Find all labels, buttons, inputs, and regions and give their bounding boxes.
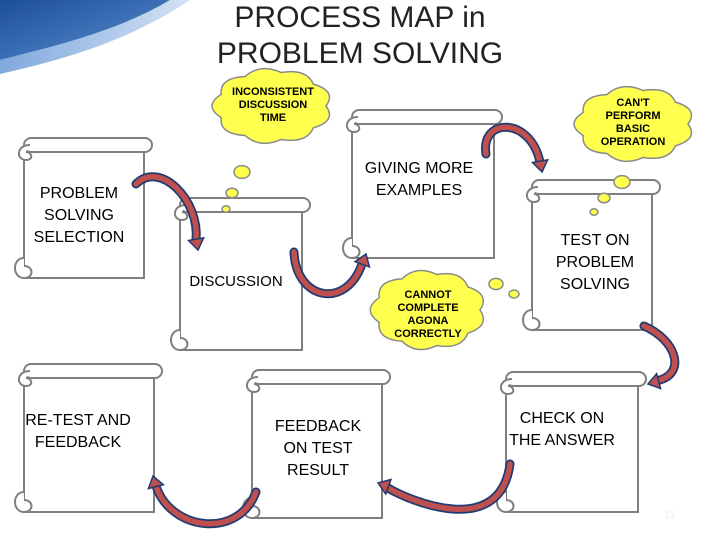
- scroll-top-roll: [506, 372, 646, 386]
- arrow-check-to-feedback: [388, 464, 510, 509]
- scroll-top-roll: [24, 138, 152, 152]
- page-number: 11: [655, 509, 685, 521]
- arrow-examples-to-test-head: [533, 160, 548, 172]
- step-check-on-answer: CHECK ON THE ANSWER: [506, 408, 618, 452]
- scroll-top-roll: [352, 110, 502, 124]
- arrow-test-to-check: [644, 326, 675, 380]
- step-test-on-problem-solving: TEST ON PROBLEM SOLVING: [538, 230, 652, 296]
- cloud-bubble: [598, 193, 610, 203]
- step-feedback-on-test-result: FEEDBACK ON TEST RESULT: [262, 416, 374, 482]
- issue-cannot-complete-agona: CANNOT COMPLETE AGONA CORRECTLY: [384, 289, 472, 341]
- cloud-bubble: [509, 290, 519, 298]
- step-problem-solving-selection: PROBLEM SOLVING SELECTION: [20, 183, 138, 249]
- cloud-bubble: [489, 278, 503, 289]
- corner-band-top-left: [0, 0, 170, 60]
- step-discussion: DISCUSSION: [180, 271, 292, 293]
- scroll-top-roll: [532, 180, 660, 194]
- step-re-test-and-feedback: RE-TEST AND FEEDBACK: [22, 410, 134, 454]
- arrow-feedback-to-retest-outline: [156, 486, 256, 524]
- cloud-bubble: [222, 206, 230, 212]
- cloud-bubble: [234, 166, 250, 179]
- step-giving-more-examples: GIVING MORE EXAMPLES: [362, 158, 476, 202]
- cloud-bubble: [590, 209, 598, 215]
- issue-inconsistent-discussion-time: INCONSISTENT DISCUSSION TIME: [226, 86, 320, 125]
- page-title: PROCESS MAP in PROBLEM SOLVING: [190, 0, 530, 72]
- scroll-top-roll: [24, 364, 162, 378]
- cloud-bubble: [226, 188, 238, 198]
- cloud-bubble: [614, 176, 630, 189]
- scroll-top-roll: [180, 198, 310, 212]
- issue-cant-perform-basic-operation: CAN'T PERFORM BASIC OPERATION: [590, 97, 676, 149]
- scroll-top-roll: [252, 370, 390, 384]
